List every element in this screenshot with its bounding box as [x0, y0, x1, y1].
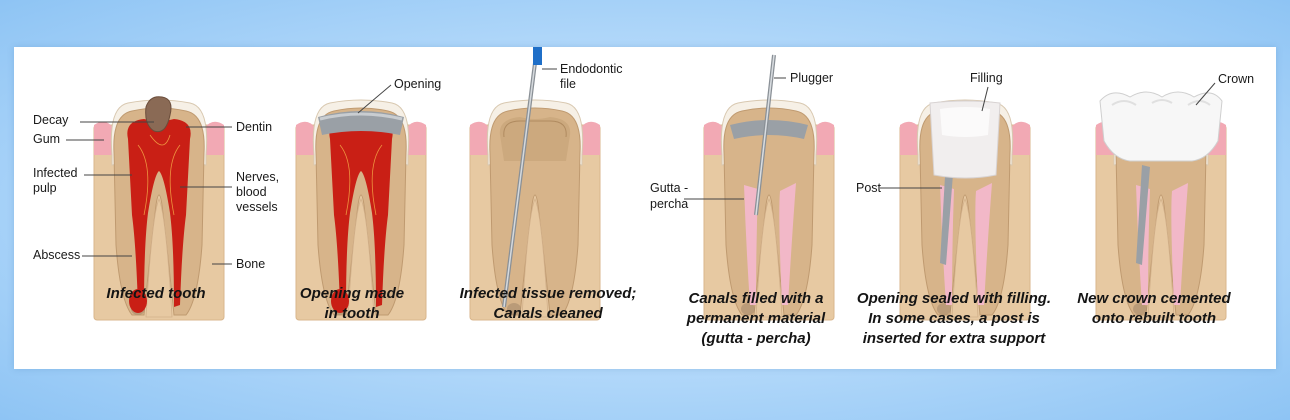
labels-cleaned: Endodontic file	[542, 62, 623, 91]
label-dentin: Dentin	[236, 120, 272, 134]
label-crown: Crown	[1218, 72, 1254, 86]
panel-sealed	[899, 99, 1031, 321]
label-decay: Decay	[33, 113, 69, 127]
label-gutta-1: Gutta -	[650, 181, 688, 195]
panel-opening	[295, 99, 427, 321]
panel-filled	[703, 54, 835, 321]
caption-opening: Opening made in tooth	[300, 285, 404, 322]
diagram-panel: Decay Gum Infected pulp Abscess Dentin N…	[14, 47, 1276, 369]
labels-infected-tooth: Decay Gum Infected pulp Abscess Dentin N…	[33, 113, 279, 271]
root-canal-diagram: Decay Gum Infected pulp Abscess Dentin N…	[33, 47, 1254, 347]
svg-text:inserted for extra support: inserted for extra support	[863, 330, 1047, 347]
labels-crown: Crown	[1195, 72, 1254, 106]
labels-sealed: Filling Post	[856, 71, 1003, 195]
label-file-1: Endodontic	[560, 62, 623, 76]
panel-infected-tooth	[93, 96, 225, 321]
label-infected-pulp-1: Infected	[33, 166, 78, 180]
label-infected-pulp-2: pulp	[33, 181, 57, 195]
svg-text:in tooth: in tooth	[325, 305, 380, 322]
svg-text:Opening made: Opening made	[300, 285, 404, 302]
label-filling: Filling	[970, 71, 1003, 85]
svg-text:New crown cemented: New crown cemented	[1077, 290, 1231, 307]
caption-cleaned: Infected tissue removed; Canals cleaned	[460, 285, 637, 322]
svg-text:In some cases, a post is: In some cases, a post is	[868, 310, 1040, 327]
label-gutta-2: percha	[650, 197, 688, 211]
label-nerves-3: vessels	[236, 200, 278, 214]
svg-text:Opening sealed with filling.: Opening sealed with filling.	[857, 290, 1051, 307]
caption-filled: Canals filled with a permanent material …	[686, 290, 826, 347]
svg-text:Infected tooth: Infected tooth	[106, 285, 205, 302]
svg-text:onto rebuilt tooth: onto rebuilt tooth	[1092, 310, 1216, 327]
svg-text:permanent material: permanent material	[686, 310, 826, 327]
panel-crown	[1095, 91, 1227, 321]
caption-crown: New crown cemented onto rebuilt tooth	[1077, 290, 1231, 327]
svg-text:Canals filled with a: Canals filled with a	[688, 290, 823, 307]
label-nerves-1: Nerves,	[236, 170, 279, 184]
label-abscess: Abscess	[33, 248, 80, 262]
label-file-2: file	[560, 77, 576, 91]
panel-cleaned	[469, 47, 601, 321]
caption-sealed: Opening sealed with filling. In some cas…	[857, 290, 1051, 347]
label-gum: Gum	[33, 132, 60, 146]
caption-infected-tooth: Infected tooth	[106, 285, 205, 302]
label-post: Post	[856, 181, 882, 195]
svg-text:Canals cleaned: Canals cleaned	[493, 305, 603, 322]
label-opening: Opening	[394, 77, 441, 91]
label-bone: Bone	[236, 257, 265, 271]
label-plugger: Plugger	[790, 71, 833, 85]
svg-text:(gutta - percha): (gutta - percha)	[701, 330, 810, 347]
label-nerves-2: blood	[236, 185, 267, 199]
labels-filled: Plugger Gutta - percha	[650, 71, 833, 211]
svg-text:Infected tissue removed;: Infected tissue removed;	[460, 285, 637, 302]
labels-opening: Opening	[357, 77, 441, 114]
